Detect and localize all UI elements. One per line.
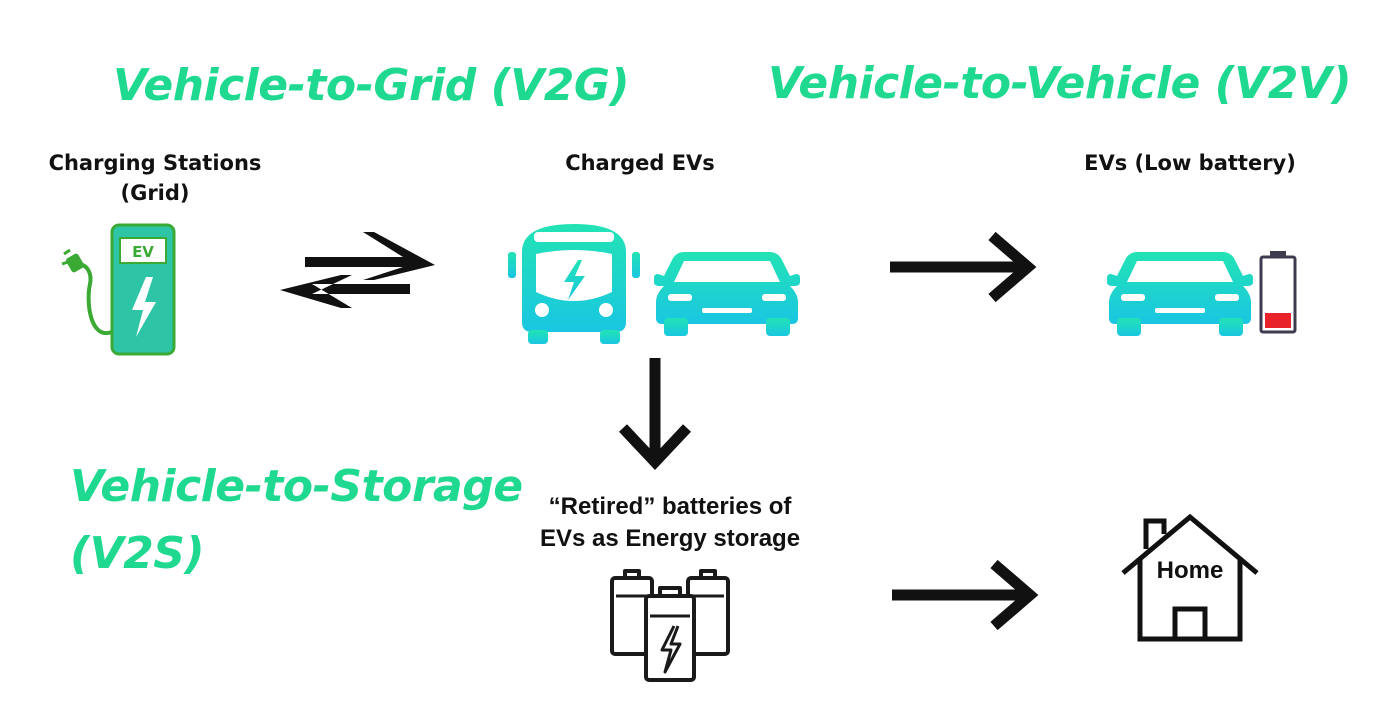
ev-charging-station-icon: EV xyxy=(61,223,176,356)
heading-v2s-line2: (V2S) xyxy=(70,528,205,579)
label-charged-evs: Charged EVs xyxy=(565,151,715,175)
house-icon: Home xyxy=(1121,513,1259,642)
low-battery-icon xyxy=(1259,251,1297,334)
heading-v2v: Vehicle-to-Vehicle (V2V) xyxy=(768,58,1352,109)
arrow-right-icon xyxy=(890,231,1037,303)
ev-sign-text: EV xyxy=(132,243,154,261)
home-label: Home xyxy=(1157,557,1224,584)
heading-v2s-line1: Vehicle-to-Storage xyxy=(70,461,523,512)
arrow-down-icon xyxy=(618,358,692,471)
car-icon-low-battery xyxy=(1107,252,1253,336)
arrow-right-home-icon xyxy=(892,559,1039,631)
label-retired-line1: “Retired” batteries of xyxy=(548,493,792,520)
bidirectional-arrow-icon xyxy=(280,232,435,308)
label-charging-stations-line2: (Grid) xyxy=(120,181,190,205)
battery-stack-icon xyxy=(610,569,730,682)
heading-v2g: Vehicle-to-Grid (V2G) xyxy=(113,60,630,111)
electric-bus-icon xyxy=(508,224,640,344)
label-charging-stations-line1: Charging Stations xyxy=(48,151,262,175)
label-evs-low-battery: EVs (Low battery) xyxy=(1084,151,1296,175)
label-retired-line2: EVs as Energy storage xyxy=(539,525,801,552)
label-charging-stations: Charging Stations (Grid) xyxy=(20,148,290,208)
label-retired-batteries: “Retired” batteries of EVs as Energy sto… xyxy=(490,491,850,555)
car-icon xyxy=(654,252,800,336)
